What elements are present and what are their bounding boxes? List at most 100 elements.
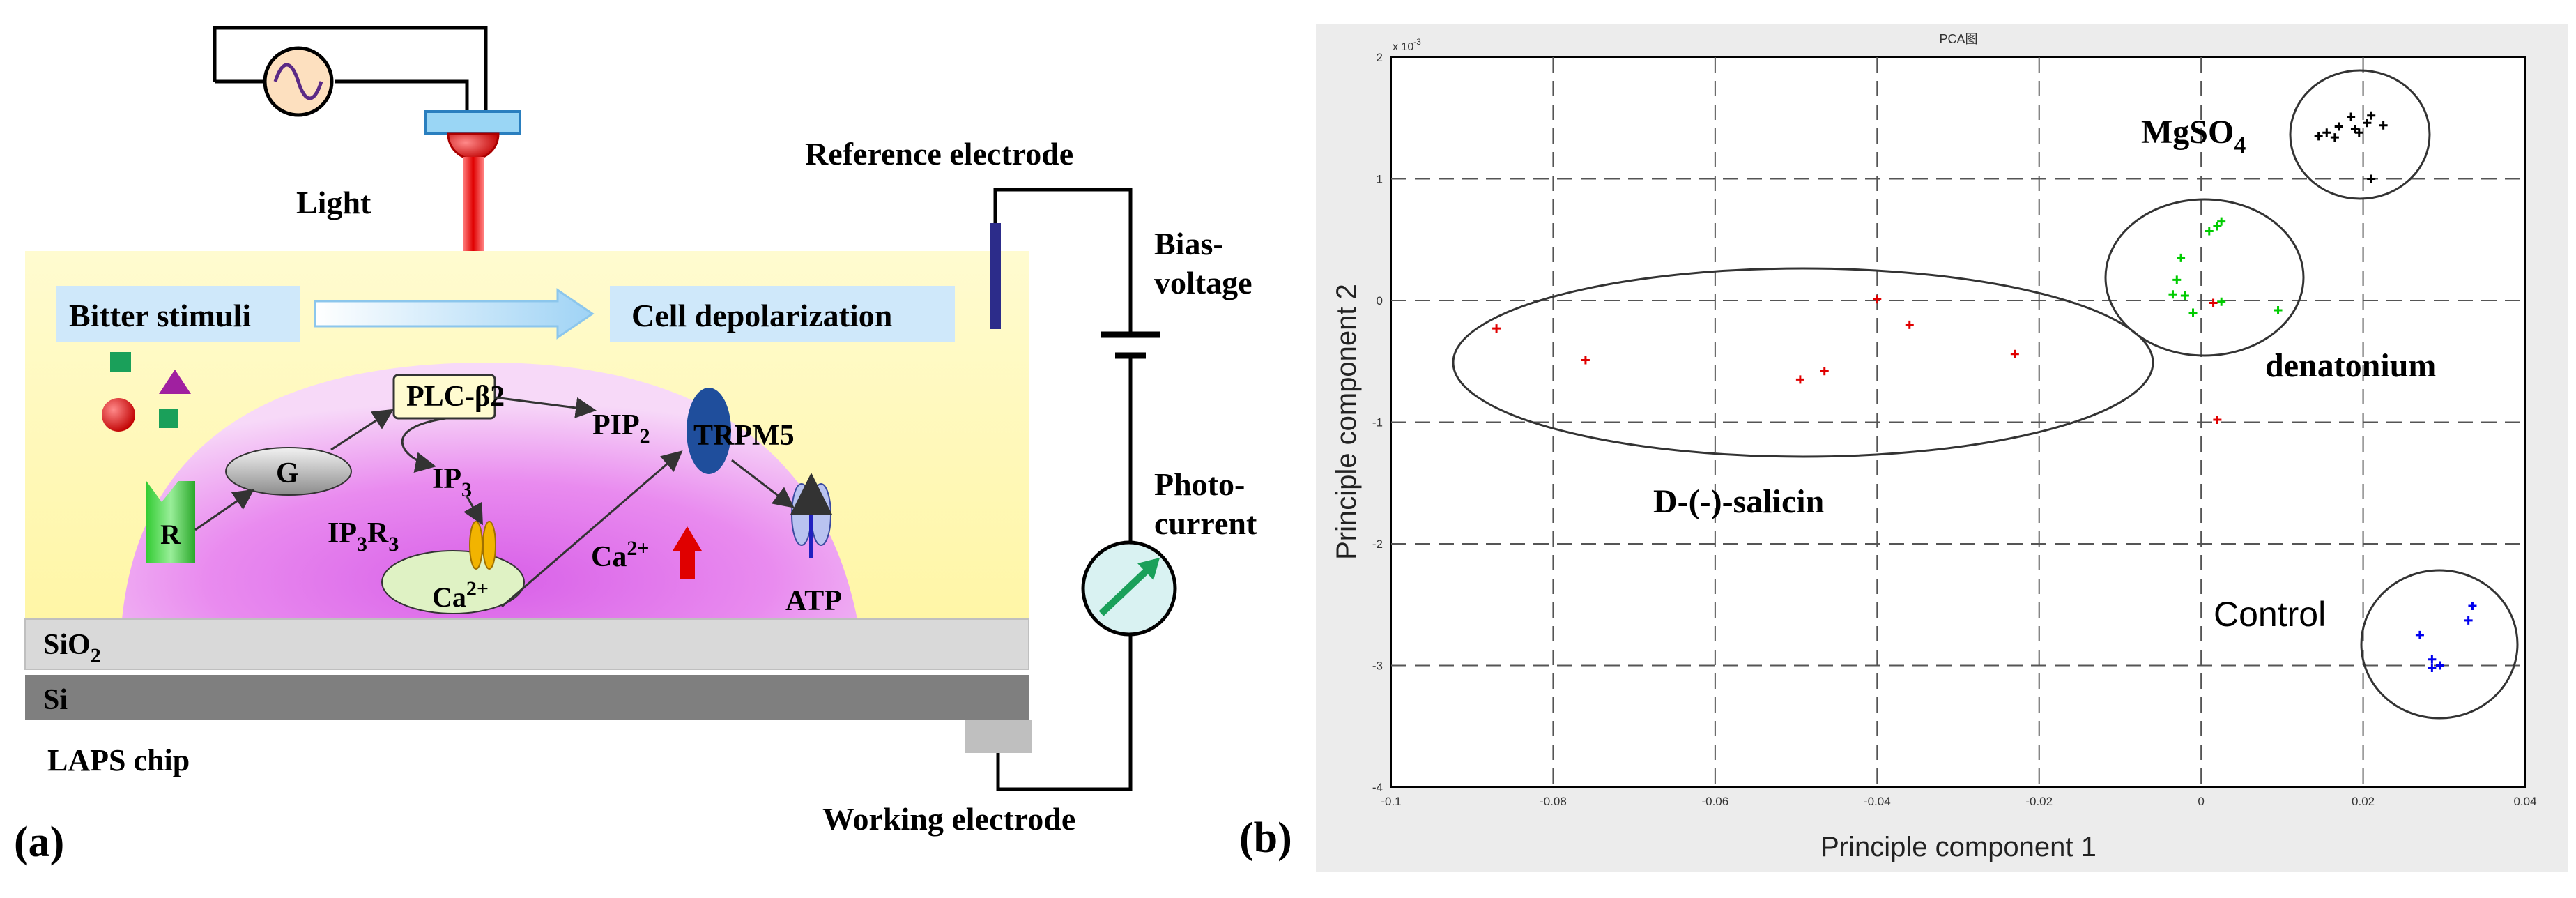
data-point-denatonium (2188, 308, 2198, 317)
plot-area (1390, 56, 2526, 788)
data-point-denatonium (2205, 227, 2214, 236)
y-tick-label: 1 (1377, 173, 1383, 186)
data-point-denatonium (2168, 290, 2177, 299)
reference-electrode-label: Reference electrode (805, 136, 1073, 172)
data-point-mgso4 (2379, 121, 2388, 130)
atp-label: ATP (785, 585, 842, 617)
data-point-mgso4 (2322, 128, 2331, 137)
data-point-control (2468, 601, 2477, 610)
x-tick-label: -0.04 (1864, 795, 1891, 808)
working-electrode-contact (965, 720, 1032, 753)
data-point-d-salicin (2010, 349, 2019, 358)
receptor-label: R (160, 519, 181, 550)
panel-b-label: (b) (1239, 814, 1292, 862)
circuit-wire (993, 188, 1133, 333)
x-axis-label: Principle component 1 (1820, 832, 2096, 862)
data-point-d-salicin (1820, 367, 1829, 376)
denatonium-cluster-ellipse (2104, 198, 2305, 357)
x-tick-label: -0.08 (1540, 795, 1567, 808)
bitter-stimuli-label: Bitter stimuli (69, 298, 251, 333)
panel-a: Light Bitter stimuli Cell depolarization… (14, 26, 1257, 866)
lamp-circuit-wire (213, 26, 488, 112)
pathway-arrows (194, 396, 795, 608)
atp-channel-icon (791, 483, 812, 546)
bitter-stimuli-box (56, 286, 300, 342)
data-point-d-salicin (1581, 356, 1590, 365)
plc-label: PLC-β2 (406, 381, 505, 413)
data-point-denatonium (2172, 275, 2182, 284)
y-tick-label: 0 (1377, 294, 1383, 307)
si-label: Si (43, 684, 68, 716)
y-tick-label: -2 (1372, 538, 1383, 551)
trpm5-label: TRPM5 (693, 420, 795, 452)
ammeter-icon (1081, 540, 1177, 637)
sio2-label: SiO2 (43, 629, 101, 667)
bias-voltage-label: Bias-voltage (1154, 226, 1252, 300)
lens-icon (424, 110, 521, 135)
data-point-mgso4 (2330, 133, 2339, 142)
ip3r3-channel-icon-2 (482, 521, 496, 570)
reference-electrode-icon (990, 223, 1001, 329)
g-protein-icon (225, 447, 352, 496)
ca-store-label: Ca2+ (432, 577, 489, 613)
data-point-control (2464, 616, 2473, 625)
panel-a-label: (a) (14, 819, 64, 866)
cell-body (122, 363, 857, 619)
working-electrode-label: Working electrode (822, 801, 1075, 837)
cell-depolarization-label: Cell depolarization (631, 298, 892, 333)
ip3-label: IP3 (432, 463, 472, 501)
panel-b: (b) PCA图 x 10-3 -0.1-0.08-0.06-0.04-0.02… (1239, 24, 2568, 872)
data-point-mgso4 (2367, 174, 2376, 183)
mgso4-cluster-ellipse (2289, 69, 2431, 200)
denatonium-label: denatonium (2265, 347, 2436, 384)
ca-ion-label: Ca2+ (591, 537, 649, 573)
g-protein-label: G (276, 457, 299, 489)
x-tick-label: 0.04 (2513, 795, 2536, 808)
pip2-label: PIP2 (592, 409, 650, 448)
receptor-icon (146, 481, 195, 563)
data-point-d-salicin (2209, 298, 2218, 307)
ip3r3-label: IP3R3 (328, 517, 399, 556)
data-point-control (2428, 655, 2437, 664)
data-point-d-salicin (2213, 416, 2222, 425)
data-point-control (2428, 663, 2437, 672)
data-point-d-salicin (1492, 324, 1501, 333)
data-point-mgso4 (2367, 111, 2376, 120)
atp-channel-icon-2 (811, 483, 831, 546)
stimulus-circle-icon (102, 398, 135, 432)
data-point-denatonium (2274, 305, 2283, 314)
data-point-denatonium (2177, 253, 2186, 262)
control-label: Control (2214, 595, 2326, 634)
data-point-control (2435, 661, 2444, 670)
data-point-denatonium (2180, 291, 2189, 300)
circuit-wire-3 (996, 634, 1133, 791)
y-tick-label: -4 (1372, 781, 1383, 794)
data-point-mgso4 (2347, 112, 2356, 121)
salicin-label: D-(-)-salicin (1653, 483, 1824, 520)
stimulus-square-icon-2 (159, 409, 178, 428)
lamp-circuit-wire-2 (335, 79, 469, 112)
control-cluster-ellipse (2360, 569, 2519, 720)
photo-current-label: Photo-current (1154, 466, 1257, 541)
x-tick-label: -0.06 (1701, 795, 1728, 808)
stimulus-square-icon (110, 352, 131, 372)
data-point-mgso4 (2334, 122, 2343, 131)
y-exponent-label: x 10-3 (1393, 37, 1421, 53)
data-point-mgso4 (2363, 119, 2372, 128)
x-tick-label: -0.1 (1381, 795, 1401, 808)
x-tick-label: 0.02 (2352, 795, 2375, 808)
ip3r3-channel-icon (469, 521, 483, 570)
data-point-d-salicin (1873, 295, 1882, 304)
stimulus-triangle-icon (159, 370, 191, 394)
data-point-mgso4 (2314, 132, 2323, 141)
depolarization-arrow-icon (314, 288, 595, 340)
data-points (1492, 111, 2477, 672)
y-axis-label: Principle component 2 (1331, 284, 1362, 560)
data-point-control (2415, 630, 2424, 639)
data-point-d-salicin (1795, 375, 1804, 384)
grid-lines (1391, 57, 2525, 787)
y-tick-label: 2 (1377, 51, 1383, 64)
